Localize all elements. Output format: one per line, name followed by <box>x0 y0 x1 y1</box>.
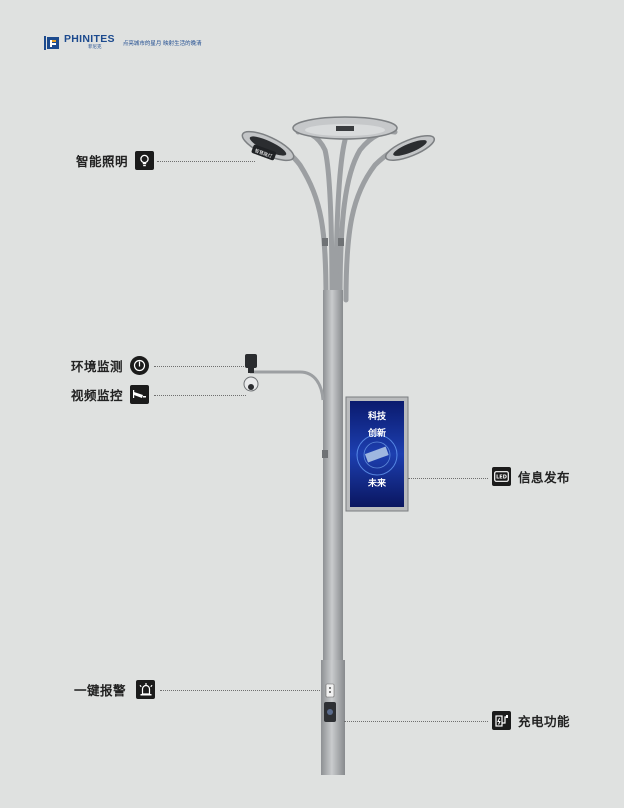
led-screen-icon: LED <box>492 467 511 486</box>
alarm-button-panel <box>325 683 335 698</box>
alarm-leader-line <box>160 690 320 691</box>
feature-lighting: 智能照明 <box>76 151 155 170</box>
camera-icon <box>130 385 150 404</box>
charging-leader-line <box>344 721 488 722</box>
video-leader-line <box>154 395 246 396</box>
feature-lighting-label: 智能照明 <box>76 154 129 169</box>
svg-text:LED: LED <box>496 475 507 481</box>
feature-alarm: 一键报警 <box>74 680 156 699</box>
alarm-icon <box>136 680 156 699</box>
brand-chinese-name: 菲尼克 <box>88 44 102 50</box>
info-leader-line <box>408 478 488 479</box>
feature-charging: 充电功能 <box>492 711 570 730</box>
charging-icon <box>492 711 511 730</box>
environment-sensor <box>245 354 257 368</box>
feature-info-label: 信息发布 <box>518 470 571 485</box>
environment-leader-line <box>154 366 244 367</box>
lightbulb-icon <box>135 151 155 170</box>
main-pole <box>323 290 343 675</box>
camera-arm <box>250 370 325 401</box>
feature-video: 视频监控 <box>71 385 150 404</box>
feature-environment-label: 环境监测 <box>71 359 124 374</box>
screen-line-1: 科技 <box>368 410 387 422</box>
feature-info: LED 信息发布 <box>492 467 570 486</box>
brand-logo-icon <box>44 35 60 50</box>
lamp-heads: 智慧路灯 <box>241 116 436 162</box>
feature-alarm-label: 一键报警 <box>74 683 127 698</box>
feature-charging-label: 充电功能 <box>518 714 571 729</box>
brand-header: PHINITES 菲尼克 点亮城市的星月 映射生活的晚清 <box>44 33 202 51</box>
screen-line-3: 未来 <box>367 477 387 489</box>
screen-line-2: 创新 <box>367 427 386 439</box>
lighting-leader-line <box>157 161 255 162</box>
brand-slogan: 点亮城市的星月 映射生活的晚清 <box>122 40 202 47</box>
power-sensor-icon <box>130 356 150 375</box>
brand-name: PHINITES <box>64 33 115 45</box>
feature-video-label: 视频监控 <box>71 388 124 403</box>
brand-text: PHINITES 菲尼克 <box>64 34 115 50</box>
feature-environment: 环境监测 <box>71 356 150 375</box>
